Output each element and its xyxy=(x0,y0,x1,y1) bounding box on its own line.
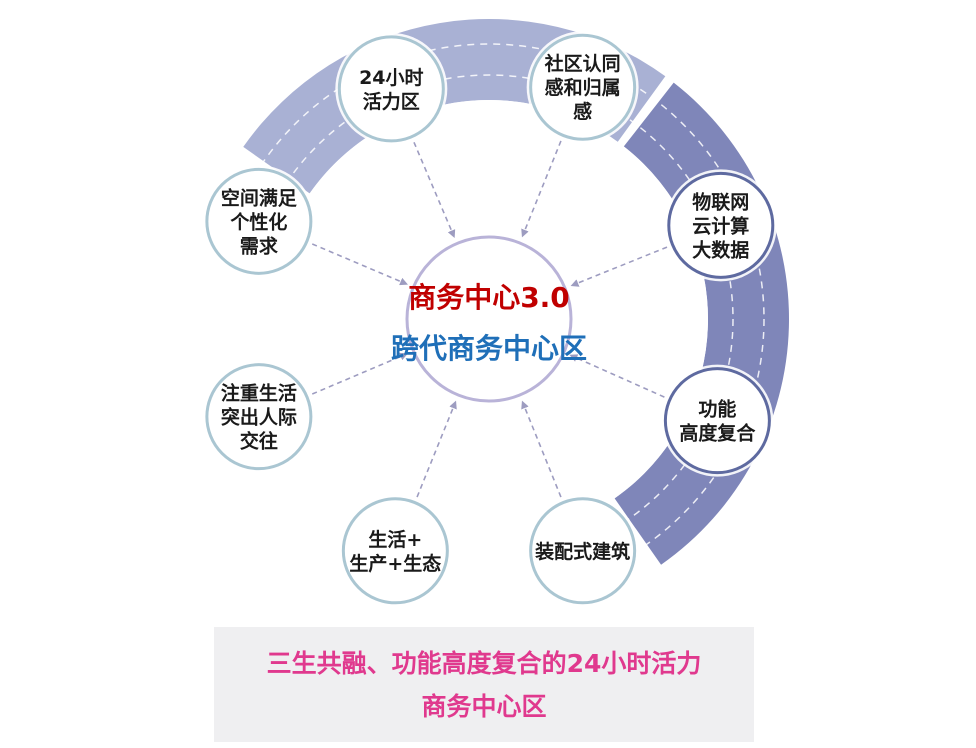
node-circle xyxy=(667,171,775,279)
connector-arrow xyxy=(569,354,665,398)
node-circle xyxy=(341,497,449,605)
center-circle xyxy=(405,235,573,403)
center-subtitle: 跨代商务中心区 xyxy=(391,332,587,365)
business-center-diagram: 商务中心3.0 跨代商务中心区 24小时活力区社区认同感和归属感物联网云计算大数… xyxy=(202,19,790,607)
node-circle xyxy=(205,363,313,471)
node-label-line: 装配式建筑 xyxy=(534,540,630,563)
node-label-line: 活力区 xyxy=(363,90,420,113)
connector-arrow xyxy=(413,141,456,238)
node-label-line: 交往 xyxy=(240,430,278,453)
node-life: 生活+生产+生态 xyxy=(339,494,452,607)
connector-arrow xyxy=(416,400,457,498)
satellite-nodes: 24小时活力区社区认同感和归属感物联网云计算大数据功能高度复合装配式建筑生活+生… xyxy=(202,31,777,607)
node-circle xyxy=(663,367,771,475)
connector-arrow xyxy=(521,400,562,498)
node-circle xyxy=(529,33,637,141)
node-label-line: 空间满足 xyxy=(221,186,298,209)
caption-line-1: 三生共融、功能高度复合的24小时活力 xyxy=(266,648,702,678)
connector-arrow xyxy=(521,140,562,238)
center-title: 商务中心3.0 xyxy=(408,281,570,314)
connector-arrow xyxy=(570,246,668,287)
node-label-line: 功能 xyxy=(698,398,736,421)
node-label-line: 感和归属 xyxy=(545,76,621,99)
node-label-line: 突出人际 xyxy=(221,406,297,429)
node-label-line: 生产+生态 xyxy=(349,552,441,575)
ring-dash-inner xyxy=(244,74,734,564)
connector-arrows xyxy=(311,140,668,498)
node-label-line: 感 xyxy=(573,100,592,123)
node-label-line: 个性化 xyxy=(229,210,287,233)
node-function: 功能高度复合 xyxy=(661,364,774,477)
caption-box: 三生共融、功能高度复合的24小时活力 商务中心区 xyxy=(214,627,754,742)
node-label-line: 大数据 xyxy=(692,238,749,261)
connector-arrow xyxy=(311,352,408,395)
node-label-line: 社区认同 xyxy=(544,52,621,75)
node-label-line: 生活+ xyxy=(368,528,422,551)
caption-line-2: 商务中心区 xyxy=(421,691,547,721)
node-circle xyxy=(205,167,313,275)
node-label-line: 云计算 xyxy=(692,214,749,237)
node-circle xyxy=(337,35,445,143)
node-prefab: 装配式建筑 xyxy=(526,494,639,607)
node-label-line: 24小时 xyxy=(359,67,423,89)
node-label-line: 注重生活 xyxy=(221,382,297,405)
ring-dash-outer xyxy=(213,43,765,595)
node-label-line: 高度复合 xyxy=(679,422,756,445)
center-hub: 商务中心3.0 跨代商务中心区 xyxy=(391,235,587,403)
node-label-line: 需求 xyxy=(240,234,279,257)
node-circle xyxy=(529,497,637,605)
connector-arrow xyxy=(311,243,408,286)
node-label-line: 物联网 xyxy=(692,190,749,213)
